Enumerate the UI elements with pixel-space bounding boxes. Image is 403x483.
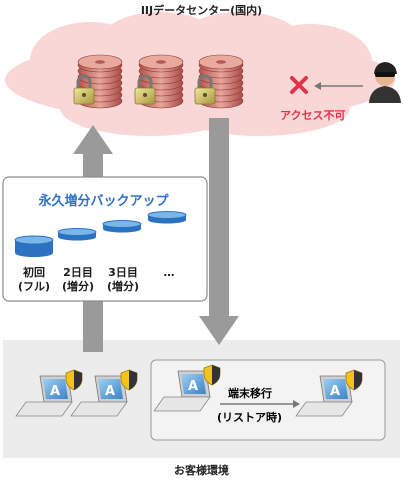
laptop-icon: A [153,370,211,412]
shield-icon [120,369,138,391]
incremental-disk-1 [57,228,97,241]
app-logo-icon: A [188,379,198,394]
attacker-icon [369,62,401,103]
backup-label-day2-line1: 2日目 [63,266,93,279]
app-logo-icon: A [105,384,115,399]
laptop-icon: A [70,375,128,417]
migration-label: 端末移行 [228,387,272,400]
full-backup-disk [14,235,54,257]
incremental-disk-2 [102,220,142,233]
backup-label-day2-line2: (増分) [61,280,95,293]
page-title: IIJデータセンター(国内) [140,4,263,17]
shield-icon [203,364,221,386]
padlock-icon [134,74,156,105]
backup-label-day3: 3日目 (増分) [101,266,145,294]
laptop-icon: A [15,375,73,417]
deny-cross-icon [290,76,308,94]
customer-environment-label: お客様環境 [174,464,229,477]
backup-label-day1: 初回 (フル) [12,266,56,294]
backup-label-day3-line1: 3日目 [108,266,138,279]
backup-label-day1-line2: (フル) [17,280,51,293]
migration-sublabel: (リストア時) [217,411,283,424]
incremental-disk-3 [147,211,187,224]
shield-icon [345,369,363,391]
backup-label-more: … [147,266,191,280]
arrow-down-icon [199,118,239,345]
backup-label-day1-line1: 初回 [23,266,45,279]
padlock-icon [73,74,95,105]
laptop-icon: A [295,375,353,417]
backup-label-more-line1: … [163,266,175,279]
backup-box [2,176,208,302]
app-logo-icon: A [330,384,340,399]
backup-label-day3-line2: (増分) [106,280,140,293]
access-denied-label: アクセス不可 [280,109,346,122]
shield-icon [65,369,83,391]
migration-arrow [220,400,300,408]
access-arrow [314,82,363,90]
app-logo-icon: A [50,384,60,399]
backup-title: 永久増分バックアップ [38,194,169,209]
padlock-icon [194,74,216,105]
backup-label-day2: 2日目 (増分) [56,266,100,294]
